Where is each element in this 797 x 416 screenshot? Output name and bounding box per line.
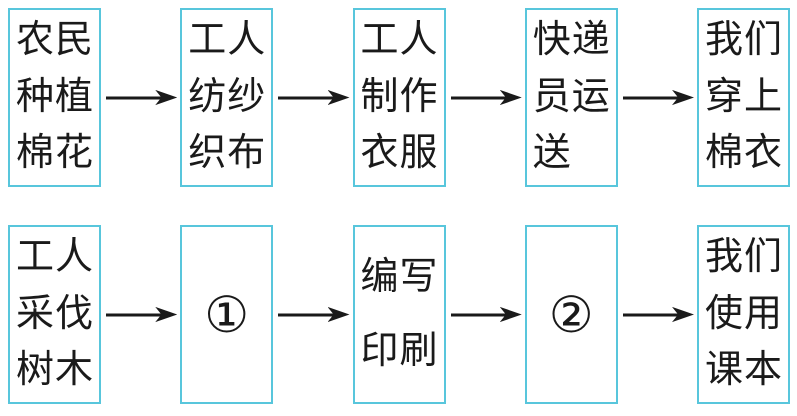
node-text-line: 衣服 xyxy=(360,130,438,175)
node-text-line: 棉衣 xyxy=(705,130,782,175)
node-text-line: 纺纱 xyxy=(188,73,266,118)
node-text-line: 工人 xyxy=(188,17,266,61)
node-write-and-print: 编写 印刷 xyxy=(352,225,446,404)
node-text-line: 工人 xyxy=(16,234,93,278)
circled-one-icon: ① xyxy=(204,285,250,344)
flow-row-textbook: 工人 采伐 树木 ① 编写 印刷 ② 我们 使用 课本 xyxy=(8,225,790,404)
node-text-line: 员运 xyxy=(532,73,610,118)
flow-arrow-right-icon xyxy=(104,225,177,404)
flow-arrow-right-icon xyxy=(276,8,349,187)
flow-arrow-right-icon xyxy=(276,225,349,404)
node-text-line: 种植 xyxy=(16,73,93,118)
flow-row-cotton-clothing: 农民 种植 棉花 工人 纺纱 织布 工人 制作 衣服 快递 员运 送 我们 穿上… xyxy=(8,8,790,187)
node-workers-fell-trees: 工人 采伐 树木 xyxy=(8,225,101,404)
node-text-line: 送 xyxy=(532,130,571,175)
flow-arrow-right-icon xyxy=(449,8,522,187)
node-text-line: 穿上 xyxy=(705,73,782,118)
node-text-line: 采伐 xyxy=(16,290,93,335)
node-courier-delivers: 快递 员运 送 xyxy=(524,8,618,187)
node-text-line: 工人 xyxy=(360,17,438,61)
node-we-wear-cotton-clothes: 我们 穿上 棉衣 xyxy=(697,8,790,187)
flow-arrow-right-icon xyxy=(104,8,177,187)
node-blank-step-1: ① xyxy=(180,225,274,404)
flow-arrow-right-icon xyxy=(621,8,694,187)
node-text-line: 印刷 xyxy=(360,327,438,372)
node-text-line: 棉花 xyxy=(16,130,93,175)
node-text-line: 农民 xyxy=(16,17,93,61)
flow-arrow-right-icon xyxy=(449,225,522,404)
node-workers-make-clothes: 工人 制作 衣服 xyxy=(352,8,446,187)
node-text-line: 制作 xyxy=(360,73,438,118)
node-text-line: 使用 xyxy=(705,290,782,335)
node-workers-spin-weave: 工人 纺纱 织布 xyxy=(180,8,274,187)
node-text-line: 我们 xyxy=(705,17,782,61)
node-text-line: 编写 xyxy=(360,253,438,298)
node-text-line: 树木 xyxy=(16,347,93,392)
node-text-line: 快递 xyxy=(532,17,610,61)
node-text-line: 课本 xyxy=(705,347,782,392)
flow-arrow-right-icon xyxy=(621,225,694,404)
node-text-line: 我们 xyxy=(705,234,782,278)
node-farmers-plant-cotton: 农民 种植 棉花 xyxy=(8,8,101,187)
node-text-line: 织布 xyxy=(188,130,266,175)
node-blank-step-2: ② xyxy=(524,225,618,404)
node-we-use-textbooks: 我们 使用 课本 xyxy=(697,225,790,404)
circled-two-icon: ② xyxy=(548,285,594,344)
